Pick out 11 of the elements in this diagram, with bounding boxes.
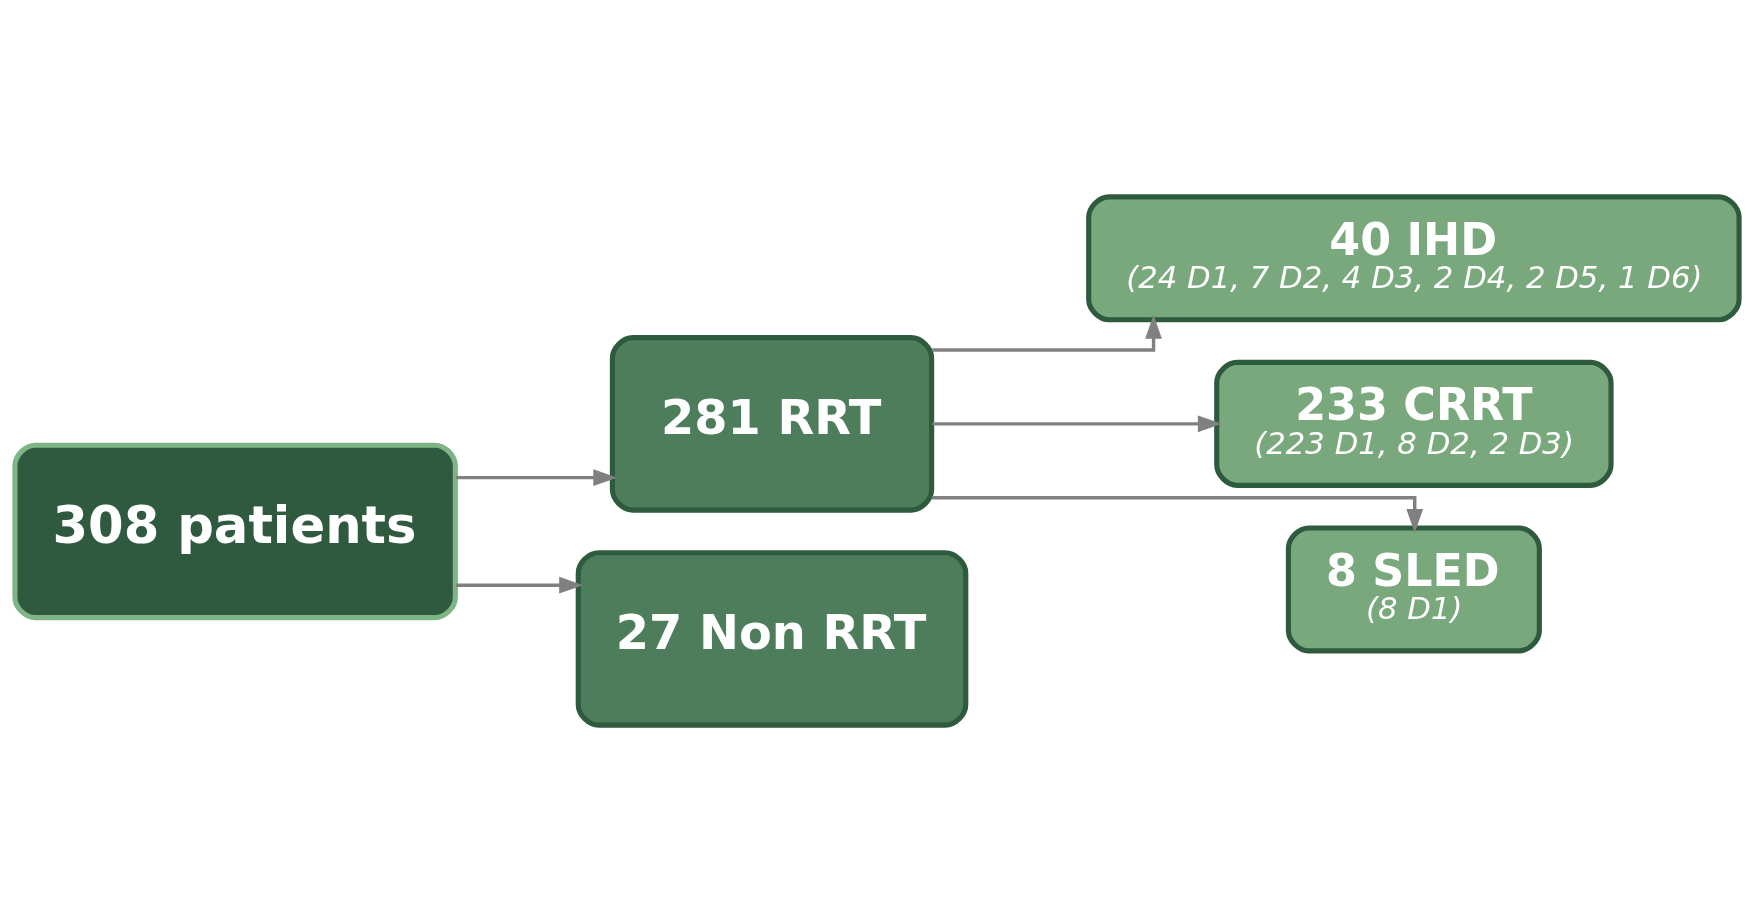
arrow — [455, 469, 618, 487]
arrow — [931, 496, 1424, 533]
node-box: 281 RRT — [609, 335, 935, 513]
node-box: 8 SLED (8 D1) — [1285, 525, 1542, 654]
arrow — [455, 576, 584, 594]
node-box: 40 IHD (24 D1, 7 D2, 4 D3, 2 D4, 2 D5, 1 D6) — [1086, 194, 1742, 323]
node-box: 308 patients — [12, 442, 458, 621]
arrow — [932, 314, 1162, 352]
arrow — [932, 415, 1222, 433]
node-box: 233 CRRT (223 D1, 8 D2, 2 D3) — [1214, 359, 1614, 488]
node-box: 27 Non RRT — [575, 550, 969, 728]
